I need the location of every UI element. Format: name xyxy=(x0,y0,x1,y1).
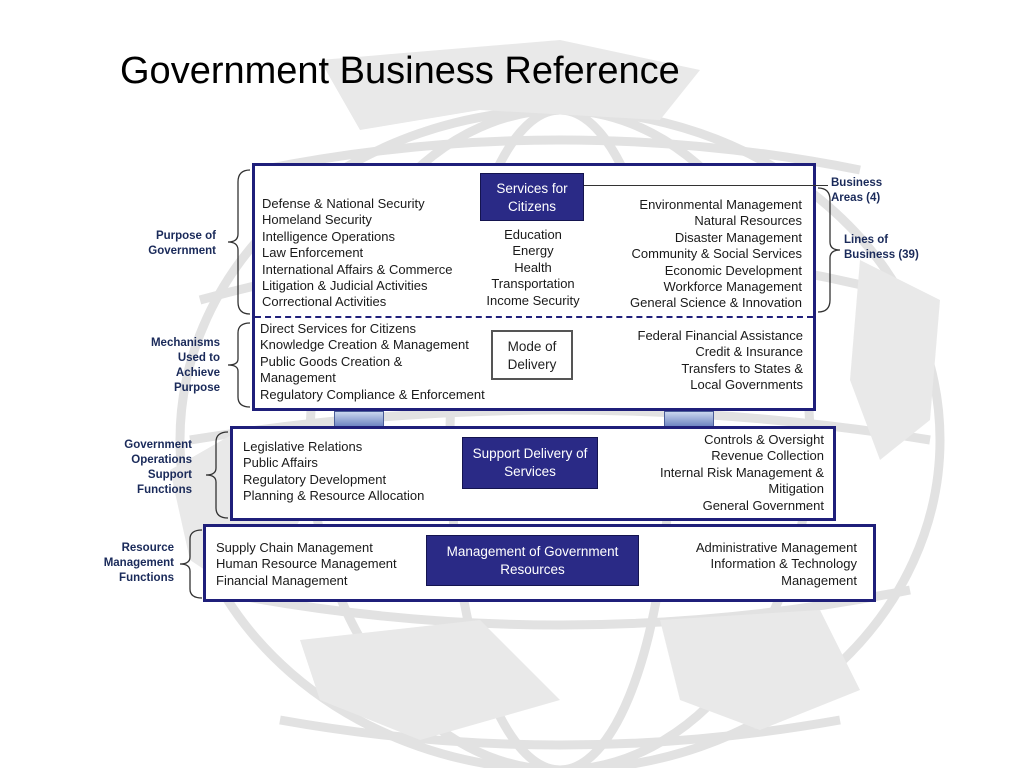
list-item: Community & Social Services xyxy=(631,246,803,262)
brace-purpose xyxy=(227,169,251,315)
brace-lines-of-business xyxy=(817,187,841,313)
list-item: Natural Resources xyxy=(694,213,802,229)
list-item: Regulatory Compliance & Enforcement xyxy=(260,386,485,402)
list-item: Federal Financial Assistance xyxy=(637,328,803,343)
dashed-divider xyxy=(255,316,813,318)
management-of-resources-header: Management of Government Resources xyxy=(426,535,639,586)
list-item: Environmental Management xyxy=(639,197,802,212)
list-item: Legislative Relations xyxy=(243,439,363,454)
list-item: Intelligence Operations xyxy=(262,228,395,244)
list-item: Human Resource Management xyxy=(216,556,397,572)
list-item: Economic Development xyxy=(664,262,802,278)
business-areas-pointer-line xyxy=(584,185,828,187)
label-operations-support: Government Operations Support Functions xyxy=(124,439,192,496)
mode-of-delivery-header: Mode of Delivery xyxy=(491,330,573,380)
list-item: Transportation xyxy=(491,276,575,292)
list-item: Information & Technology xyxy=(710,556,857,572)
list-item: Homeland Security xyxy=(262,212,372,228)
list-item: International Affairs & Commerce xyxy=(262,261,453,277)
list-item: Law Enforcement xyxy=(262,245,364,261)
list-item: Public Goods Creation & xyxy=(260,353,403,369)
list-item: Litigation & Judicial Activities xyxy=(262,278,428,294)
services-for-citizens-header: Services for Citizens xyxy=(480,173,584,221)
services-left-list: Defense & National Security Homeland Sec… xyxy=(262,196,453,311)
support-right-list: Controls & Oversight Revenue Collection … xyxy=(620,432,824,514)
label-resource-management: Resource Management Functions xyxy=(103,542,174,584)
list-item: Workforce Management xyxy=(663,279,803,295)
list-item: Disaster Management xyxy=(674,229,802,245)
list-item: Credit & Insurance xyxy=(695,344,803,360)
list-item: Education xyxy=(504,227,562,242)
connector-right xyxy=(664,411,714,427)
list-item: Financial Management xyxy=(216,572,348,588)
delivery-right-list: Federal Financial Assistance Credit & In… xyxy=(600,328,803,394)
brace-mechanisms xyxy=(227,322,251,408)
list-item: Planning & Resource Allocation xyxy=(243,488,425,504)
connector-left xyxy=(334,411,384,427)
brace-resource xyxy=(179,529,203,599)
list-item: Management xyxy=(781,572,857,588)
list-item: Direct Services for Citizens xyxy=(260,321,417,336)
list-item: Administrative Management xyxy=(695,540,857,555)
resources-left-list: Supply Chain Management Human Resource M… xyxy=(216,540,397,589)
list-item: Transfers to States & xyxy=(681,360,803,376)
list-item: Mitigation xyxy=(768,481,824,497)
delivery-left-list: Direct Services for Citizens Knowledge C… xyxy=(260,321,485,403)
label-purpose-of-government: Purpose of Government xyxy=(148,230,216,257)
services-center-list: Education Energy Health Transportation I… xyxy=(478,227,588,309)
label-lines-of-business: Lines of Business (39) xyxy=(844,234,919,261)
list-item: Public Affairs xyxy=(243,455,318,471)
list-item: General Science & Innovation xyxy=(630,295,802,311)
label-mechanisms: Mechanisms Used to Achieve Purpose xyxy=(150,337,220,394)
list-item: Health xyxy=(514,259,552,275)
list-item: Local Governments xyxy=(690,377,803,393)
list-item: Defense & National Security xyxy=(262,196,425,211)
label-business-areas: Business Areas (4) xyxy=(831,177,883,204)
list-item: Internal Risk Management & xyxy=(659,464,824,480)
list-item: Knowledge Creation & Management xyxy=(260,337,469,353)
list-item: Energy xyxy=(512,243,554,259)
page-title: Government Business Reference xyxy=(120,50,680,92)
list-item: Management xyxy=(260,370,336,386)
resources-right-list: Administrative Management Information & … xyxy=(660,540,857,589)
services-right-list: Environmental Management Natural Resourc… xyxy=(600,197,802,312)
list-item: Correctional Activities xyxy=(262,294,387,310)
list-item: Controls & Oversight xyxy=(704,432,824,447)
list-item: Income Security xyxy=(486,292,580,308)
brace-operations xyxy=(205,431,229,519)
support-left-list: Legislative Relations Public Affairs Reg… xyxy=(243,439,424,505)
list-item: General Government xyxy=(702,497,824,513)
support-delivery-header: Support Delivery of Services xyxy=(462,437,598,489)
list-item: Regulatory Development xyxy=(243,471,387,487)
list-item: Supply Chain Management xyxy=(216,540,373,555)
list-item: Revenue Collection xyxy=(711,448,824,464)
